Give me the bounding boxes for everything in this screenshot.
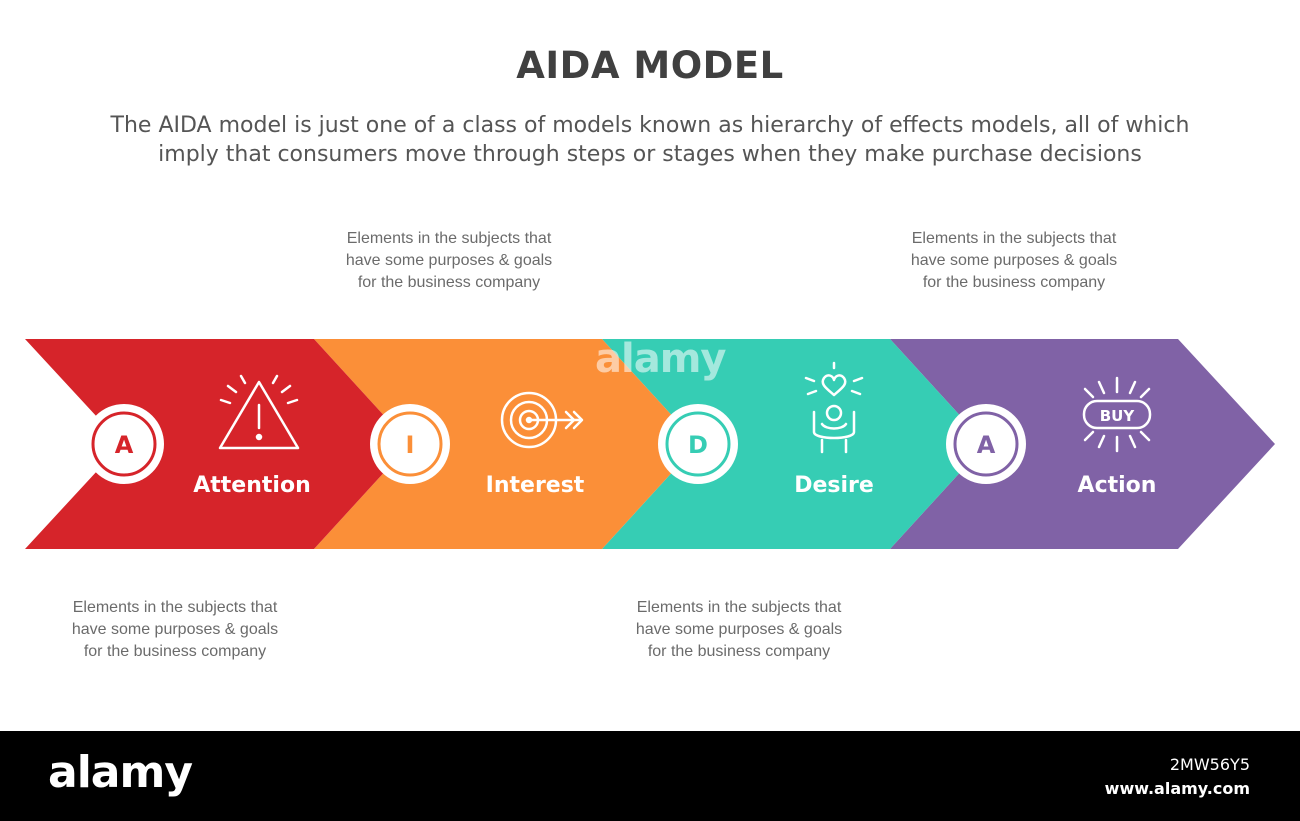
stage-label-action: Action: [1078, 473, 1157, 498]
stage-circle-a-attention: A: [84, 404, 164, 484]
note-action: Elements in the subjects that have some …: [864, 228, 1164, 294]
note-line: have some purposes & goals: [910, 252, 1118, 269]
image-id: 2MW56Y5: [1169, 755, 1250, 774]
note-line: for the business company: [647, 643, 831, 660]
heart-hand-icon: [804, 361, 864, 454]
note-line: for the business company: [357, 274, 541, 291]
stage-circle-d-desire: D: [658, 404, 738, 484]
note-line: for the business company: [83, 643, 267, 660]
stock-meta: 2MW56Y5 www.alamy.com: [1105, 753, 1250, 801]
stage-circle-i-interest: I: [370, 404, 450, 484]
stage-letter: A: [977, 431, 996, 459]
note-desire: Elements in the subjects that have some …: [589, 597, 889, 663]
subtitle-line-1: The AIDA model is just one of a class of…: [110, 113, 1190, 138]
page-subtitle: The AIDA model is just one of a class of…: [40, 111, 1260, 169]
note-line: have some purposes & goals: [71, 621, 279, 638]
stage-letter: I: [406, 431, 415, 459]
note-line: have some purposes & goals: [345, 252, 553, 269]
segment-attention: [25, 339, 410, 549]
stage-label-desire: Desire: [794, 473, 874, 498]
buy-icon: BUY: [1082, 376, 1152, 453]
site-url: www.alamy.com: [1104, 779, 1250, 798]
stage-label-attention: Attention: [193, 473, 310, 498]
stage-label-interest: Interest: [486, 473, 585, 498]
warning-icon: [218, 374, 300, 450]
stage-circle-a-action: A: [946, 404, 1026, 484]
stock-footer-bar: alamy 2MW56Y5 www.alamy.com: [0, 731, 1300, 821]
page-title: AIDA MODEL: [516, 44, 784, 87]
stage-letter: D: [688, 431, 708, 459]
note-line: Elements in the subjects that: [72, 599, 278, 616]
buy-text: BUY: [1100, 407, 1136, 425]
note-line: have some purposes & goals: [635, 621, 843, 638]
note-line: Elements in the subjects that: [346, 230, 552, 247]
watermark-overlay: alamy: [595, 336, 726, 382]
segment-interest: [314, 339, 698, 549]
note-attention: Elements in the subjects that have some …: [25, 597, 325, 663]
segment-desire: [602, 339, 986, 549]
alamy-logo: alamy: [48, 747, 193, 798]
segment-action: [890, 339, 1275, 549]
note-interest: Elements in the subjects that have some …: [299, 228, 599, 294]
stage-letter: A: [115, 431, 134, 459]
target-icon: [500, 391, 584, 449]
note-line: Elements in the subjects that: [911, 230, 1117, 247]
subtitle-line-2: imply that consumers move through steps …: [158, 142, 1142, 167]
note-line: for the business company: [922, 274, 1106, 291]
note-line: Elements in the subjects that: [636, 599, 842, 616]
